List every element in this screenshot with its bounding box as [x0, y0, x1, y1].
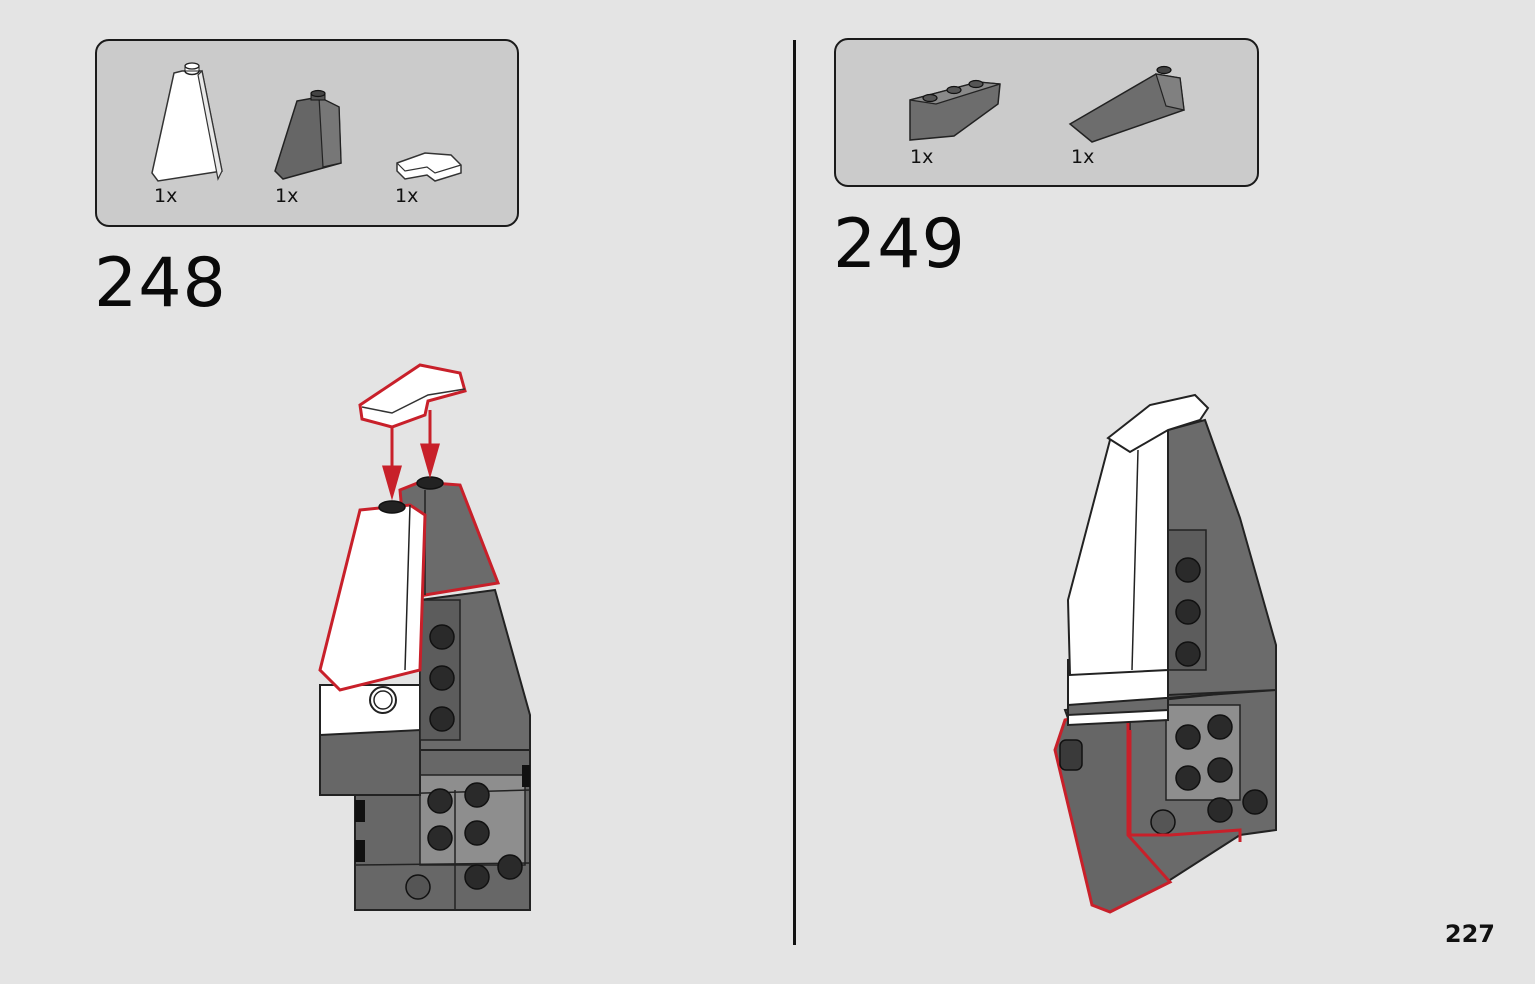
parts-box-step-249: 1x 1x [834, 38, 1259, 187]
step-248-assembly-illustration [318, 363, 531, 911]
page-divider [793, 40, 796, 945]
gray-inverted-slope-plate-icon [909, 79, 1001, 141]
step-number-249: 249 [833, 205, 966, 284]
part-qty: 1x [395, 185, 419, 207]
part-qty: 1x [154, 185, 178, 207]
parts-box-step-248: 1x 1x 1x [95, 39, 519, 227]
part-qty: 1x [1071, 146, 1095, 168]
white-slope-brick-icon [151, 62, 223, 182]
gray-long-slope-icon [1068, 65, 1185, 143]
part-qty: 1x [275, 185, 299, 207]
page-number: 227 [1444, 920, 1495, 948]
part-qty: 1x [910, 146, 934, 168]
dark-gray-slope-brick-icon [274, 89, 342, 180]
step-249-assembly-illustration [1053, 393, 1277, 914]
step-number-248: 248 [94, 244, 227, 323]
white-curved-tile-icon [396, 152, 462, 182]
